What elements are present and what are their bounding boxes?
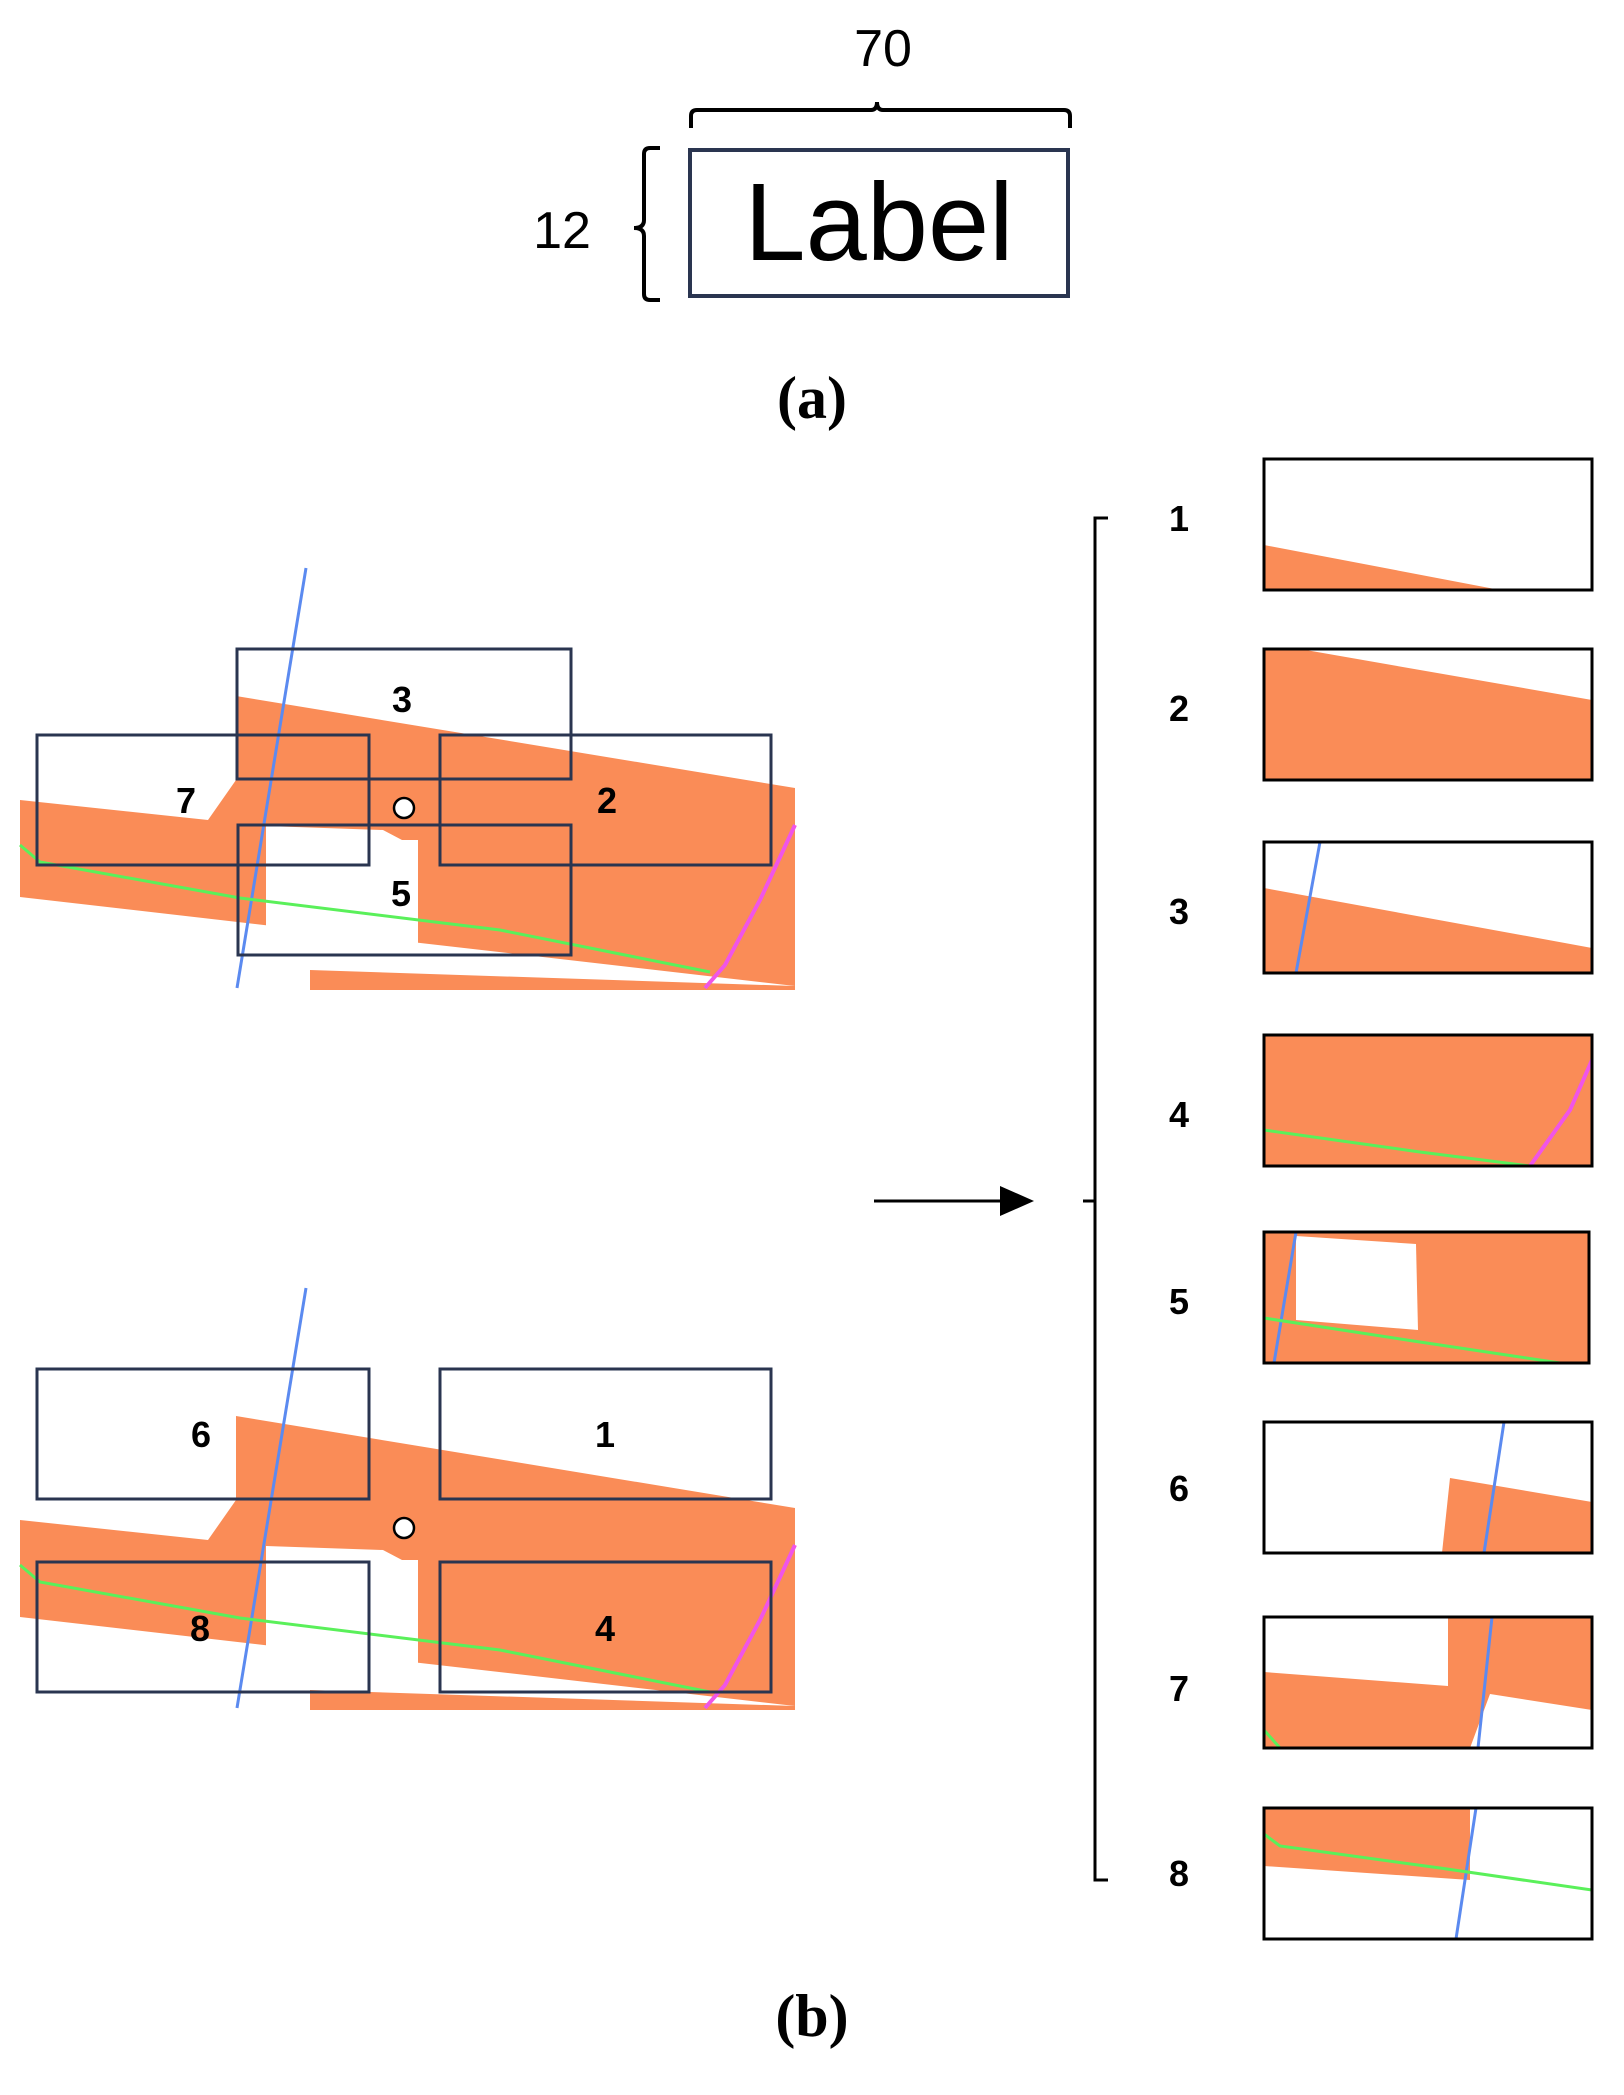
candidate-thumb-7: [1262, 1615, 1594, 1750]
box-number: 2: [597, 780, 617, 821]
candidate-number: 2: [1169, 688, 1189, 729]
box-number: 6: [191, 1414, 211, 1455]
road-magenta: [703, 1544, 797, 1710]
width-value: 70: [854, 20, 912, 78]
box-number: 3: [392, 679, 412, 720]
lower-map: 6 1 8 4: [19, 1287, 797, 1710]
candidate-box-3: [235, 647, 573, 781]
height-value: 12: [533, 202, 591, 260]
anchor-point: [392, 1516, 416, 1540]
height-brace: [633, 146, 660, 302]
candidate-box-4: [438, 1560, 773, 1694]
label-box: [688, 148, 1070, 298]
candidate-thumb-5: [1262, 1230, 1591, 1365]
candidate-thumb-2: [1262, 647, 1594, 782]
candidate-number: 1: [1169, 498, 1189, 539]
candidate-box-5: [236, 823, 573, 957]
candidate-number: 7: [1169, 1668, 1189, 1709]
bracket: [1083, 516, 1108, 1882]
caption-a: (a): [777, 365, 847, 431]
panel-a: 70 12 Label (a): [533, 20, 1072, 431]
box-number: 8: [190, 1608, 210, 1649]
candidate-number: 5: [1169, 1281, 1189, 1322]
width-brace: [689, 101, 1072, 128]
candidate-number: 6: [1169, 1468, 1189, 1509]
label-text: Label: [744, 161, 1013, 284]
candidate-number: 8: [1169, 1853, 1189, 1894]
candidate-thumb-8: [1262, 1806, 1594, 1941]
candidate-thumb-1: [1262, 457, 1594, 592]
caption-b: (b): [775, 1983, 848, 2049]
candidate-thumb-6: [1262, 1420, 1594, 1555]
candidate-box-1: [438, 1367, 773, 1501]
box-number: 7: [176, 780, 196, 821]
candidate-number: 4: [1169, 1094, 1189, 1135]
candidate-list: 1 2 3 4 5 6 7 8: [1169, 457, 1594, 1941]
building-gap: [266, 826, 418, 958]
building-strip: [310, 970, 795, 990]
candidate-box-8: [35, 1560, 371, 1694]
road-green: [19, 1563, 711, 1694]
candidate-thumb-4: [1262, 1033, 1594, 1168]
box-number: 4: [595, 1608, 615, 1649]
upper-map: 3 7 2 5: [19, 567, 797, 990]
candidate-box-2: [438, 733, 773, 867]
building-gap: [266, 1546, 418, 1678]
box-number: 1: [595, 1414, 615, 1455]
box-number: 5: [391, 873, 411, 914]
candidate-box-7: [35, 733, 371, 867]
candidate-number: 3: [1169, 891, 1189, 932]
building-strip: [310, 1690, 795, 1710]
candidate-box-6: [35, 1367, 371, 1501]
arrow: [874, 1186, 1034, 1216]
anchor-point: [392, 796, 416, 820]
candidate-thumb-3: [1262, 840, 1594, 975]
road-magenta: [703, 824, 797, 990]
